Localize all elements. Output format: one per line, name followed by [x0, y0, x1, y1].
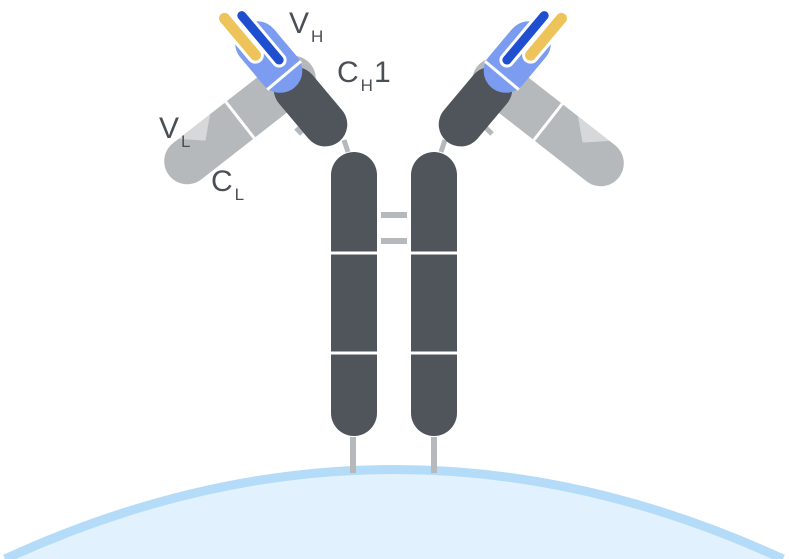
right-vh-ch1-divider	[484, 60, 520, 91]
right-interchain-link	[484, 126, 494, 136]
fc-region	[331, 139, 457, 436]
right-heavy-fab	[438, 8, 570, 147]
cell-membrane	[3, 465, 785, 559]
left-antigen-tip	[216, 9, 264, 64]
left-interchain-link	[294, 126, 304, 136]
left-vh-ch1-divider	[266, 60, 302, 91]
right-hinge-link	[438, 139, 448, 153]
right-fab-arm	[438, 8, 624, 187]
left-heavy-fab	[216, 8, 348, 147]
right-anchor-line	[431, 437, 437, 473]
left-light-chain-divider	[224, 100, 256, 140]
left-anchor-line	[350, 437, 356, 473]
left-fab-arm	[164, 8, 348, 185]
cell-surface	[3, 465, 785, 559]
right-heavy-chain-stem	[411, 152, 457, 436]
right-light-chain-notch	[577, 116, 610, 143]
left-vh-stripe	[234, 8, 287, 68]
membrane-anchors	[350, 437, 437, 473]
left-light-chain-notch	[178, 114, 211, 141]
disulfide-bond-1	[381, 212, 407, 218]
right-antigen-tip	[522, 9, 570, 64]
left-heavy-chain-stem	[331, 152, 377, 436]
disulfide-bond-2	[381, 238, 407, 244]
left-hinge-link	[341, 139, 351, 153]
right-vh-stripe	[499, 8, 552, 68]
right-light-chain-divider	[532, 102, 564, 142]
